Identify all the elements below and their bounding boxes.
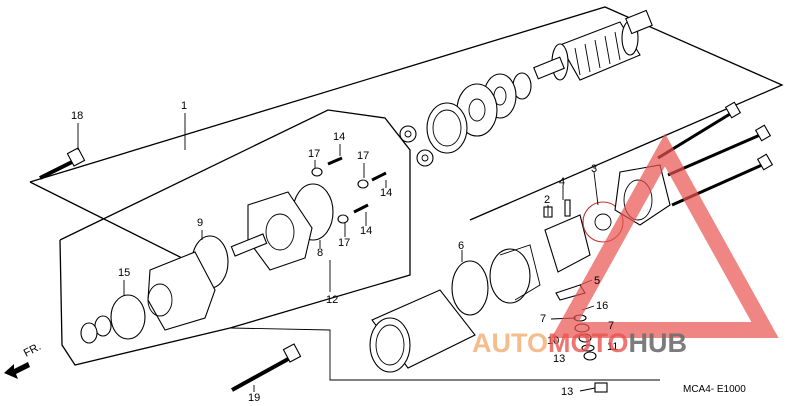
reduction-gear-assembly xyxy=(147,251,216,331)
screw-4 xyxy=(564,199,571,217)
rear-cover xyxy=(489,244,541,304)
o-ring-6 xyxy=(451,260,489,316)
group-1-boundary xyxy=(29,6,784,221)
nut-13 xyxy=(594,382,608,393)
watermark-part3: HUB xyxy=(629,328,688,358)
planetary-gears xyxy=(399,125,434,167)
callout-2: 2 xyxy=(544,194,550,206)
front-arrow-label: FR. xyxy=(22,341,43,360)
callout-17b: 17 xyxy=(357,150,369,162)
yoke-housing xyxy=(369,289,476,373)
callout-17c: 17 xyxy=(338,237,350,249)
callout-4: 4 xyxy=(559,176,565,188)
armature xyxy=(533,9,653,81)
callout-14c: 14 xyxy=(360,225,372,237)
callout-13b: 13 xyxy=(561,386,573,398)
lower-washers xyxy=(80,315,112,344)
watermark-part1: AUTO xyxy=(472,328,548,358)
group-1-boundary-lower xyxy=(29,181,191,263)
callout-18: 18 xyxy=(71,110,83,122)
front-arrow-icon xyxy=(4,362,30,379)
callout-7a: 7 xyxy=(540,313,546,325)
front-bracket xyxy=(230,191,313,271)
watermark-part2: MOTO xyxy=(548,328,629,358)
callout-15: 15 xyxy=(118,267,130,279)
watermark-triangle xyxy=(551,133,779,338)
callout-16: 16 xyxy=(596,300,608,312)
callout-10: 10 xyxy=(547,335,559,347)
bolt-19 xyxy=(231,343,302,392)
callout-14b: 14 xyxy=(380,187,392,199)
o-ring-15 xyxy=(110,294,146,340)
group-1-bottom-line xyxy=(229,327,660,381)
callout-7b: 7 xyxy=(608,320,614,332)
brush-holder xyxy=(544,214,591,273)
callout-11: 11 xyxy=(607,341,618,353)
callout-13a: 13 xyxy=(553,353,565,365)
washers-stack xyxy=(426,72,532,154)
callout-12: 12 xyxy=(326,294,338,306)
small-bolts-and-washers xyxy=(311,156,387,224)
bolt-18 xyxy=(39,147,86,180)
callout-1: 1 xyxy=(181,100,187,112)
watermark-text: AUTOMOTOHUB xyxy=(472,328,687,358)
group-12-boundary xyxy=(59,109,411,366)
callout-9: 9 xyxy=(197,217,203,229)
callout-17a: 17 xyxy=(308,148,320,160)
callout-14a: 14 xyxy=(333,131,345,143)
callout-8: 8 xyxy=(317,247,323,259)
callout-5: 5 xyxy=(594,275,600,287)
callout-6: 6 xyxy=(458,240,464,252)
callout-19: 19 xyxy=(248,392,260,404)
callout-3: 3 xyxy=(591,163,597,175)
diagram-code: MCA4- E1000 xyxy=(683,384,746,395)
